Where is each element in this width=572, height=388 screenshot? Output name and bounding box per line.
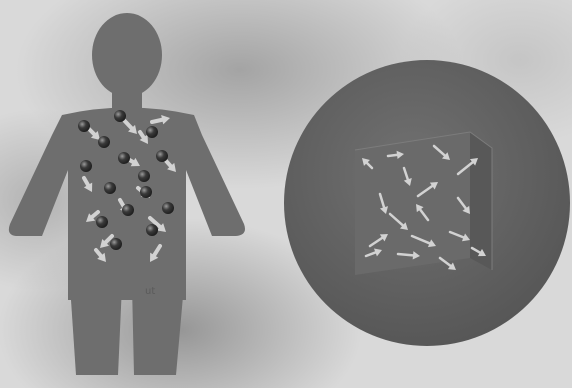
body-right-leg [132, 285, 184, 375]
particle [156, 150, 168, 162]
body-torso-arms [9, 108, 245, 301]
particle [104, 182, 116, 194]
human-body [9, 13, 245, 375]
particle [96, 216, 108, 228]
particle [146, 224, 158, 236]
particle [138, 170, 150, 182]
particle [140, 186, 152, 198]
particle [146, 126, 158, 138]
body-caption: ut [145, 286, 155, 297]
particle [162, 202, 174, 214]
particle [98, 136, 110, 148]
particle [118, 152, 130, 164]
particle [78, 120, 90, 132]
body-head [92, 13, 162, 97]
particle [114, 110, 126, 122]
body-left-leg [70, 285, 122, 375]
particle [122, 204, 134, 216]
body-neck [112, 88, 142, 110]
particle [110, 238, 122, 250]
particle [80, 160, 92, 172]
